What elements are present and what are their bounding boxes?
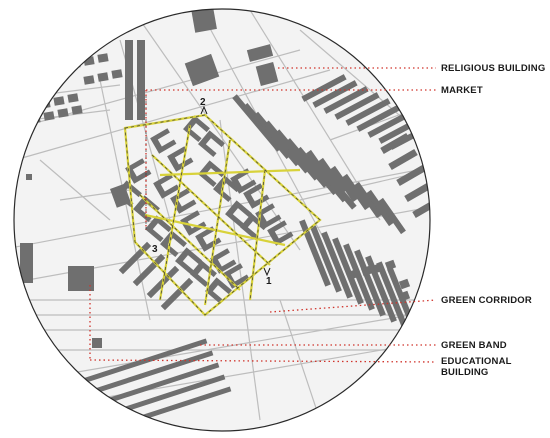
housing-block: [372, 262, 385, 274]
marker-3-label: 3: [152, 244, 158, 255]
courtyard-block: [175, 247, 202, 275]
housing-block: [84, 362, 220, 411]
housing-block: [356, 104, 402, 132]
marker-1: 1: [263, 267, 272, 287]
courtyard-block: [150, 128, 177, 154]
housing-block: [312, 80, 358, 108]
arrow-up-icon: [200, 105, 208, 115]
housing-block: [376, 261, 408, 329]
courtyard-block: [190, 260, 217, 288]
housing-block: [97, 72, 109, 82]
marker-3: 3: [152, 244, 158, 255]
courtyard-block: [160, 230, 187, 258]
courtyard-block: [255, 203, 282, 229]
courtyard-block: [213, 175, 240, 203]
housing-block: [398, 290, 411, 302]
housing-block: [366, 189, 394, 227]
courtyard-block: [145, 215, 172, 243]
housing-block: [404, 180, 430, 203]
marker-2-label: 2: [200, 97, 206, 108]
label-religious-building: RELIGIOUS BUILDING: [441, 63, 546, 74]
housing-block: [343, 243, 375, 311]
leader-lines: [89, 67, 437, 363]
label-educational-line2: BUILDING: [441, 367, 489, 378]
map-boundary-circle: [13, 8, 431, 432]
housing-block: [306, 149, 334, 187]
courtyard-block: [230, 168, 257, 194]
courtyard-block: [267, 220, 294, 246]
marker-1-label: 1: [266, 276, 272, 287]
housing-block: [53, 96, 65, 106]
arrow-down-icon: [263, 267, 271, 277]
housing-block: [354, 249, 386, 317]
courtyard-block: [125, 158, 152, 184]
housing-block: [299, 219, 331, 287]
housing-block: [365, 255, 397, 323]
housing-block: [39, 99, 51, 109]
housing-block: [57, 108, 69, 118]
leader-green-corridor: [269, 299, 437, 313]
courtyard-block: [240, 213, 267, 241]
housing-block: [330, 165, 358, 203]
housing-block: [378, 197, 406, 235]
housing-block: [160, 277, 194, 311]
label-market: MARKET: [441, 85, 483, 96]
courtyard-block: [133, 195, 160, 223]
housing-block: [323, 86, 369, 114]
housing-block: [43, 111, 55, 121]
label-green-band: GREEN BAND: [441, 340, 507, 351]
courtyard-block: [198, 160, 225, 188]
housing-block: [137, 40, 145, 120]
housing-block: [412, 196, 430, 219]
housing-block: [334, 92, 380, 120]
housing-block: [367, 110, 413, 138]
housing-block: [388, 148, 418, 171]
housing-block: [380, 132, 410, 155]
housing-block: [83, 75, 95, 85]
courtyard-block: [167, 146, 194, 172]
label-educational-building: EDUCATIONAL BUILDING: [441, 356, 512, 378]
marker-2: 2: [200, 97, 208, 115]
housing-block: [345, 98, 391, 126]
housing-block: [111, 69, 123, 79]
courtyard-block: [198, 130, 225, 158]
housing-block: [342, 173, 370, 211]
courtyard-block: [183, 115, 210, 143]
housing-block: [332, 237, 364, 305]
housing-block: [354, 181, 382, 219]
housing-block: [318, 157, 346, 195]
housing-block: [97, 53, 109, 63]
housing-block: [71, 105, 83, 115]
courtyard-block: [225, 200, 252, 228]
leader-educational: [89, 359, 437, 363]
label-green-corridor: GREEN CORRIDOR: [441, 295, 532, 306]
housing-block: [301, 74, 347, 102]
housing-block: [78, 350, 214, 399]
housing-block: [67, 93, 79, 103]
housing-block: [398, 278, 411, 290]
label-educational-line1: EDUCATIONAL: [441, 356, 512, 367]
housing-block: [72, 338, 208, 387]
housing-block: [310, 225, 342, 293]
housing-block: [132, 253, 166, 287]
housing-block: [321, 231, 353, 299]
courtyard-block: [153, 173, 180, 199]
housing-block: [384, 259, 397, 271]
courtyard-block: [243, 183, 270, 209]
housing-block: [125, 40, 133, 120]
map-content: [14, 9, 430, 431]
housing-block: [396, 164, 426, 187]
housing-block: [360, 265, 373, 277]
courtyard-block: [180, 210, 207, 236]
housing-block: [348, 268, 361, 280]
housing-blocks: [29, 40, 430, 431]
courtyard-block: [115, 180, 142, 208]
courtyard-block: [205, 277, 232, 305]
